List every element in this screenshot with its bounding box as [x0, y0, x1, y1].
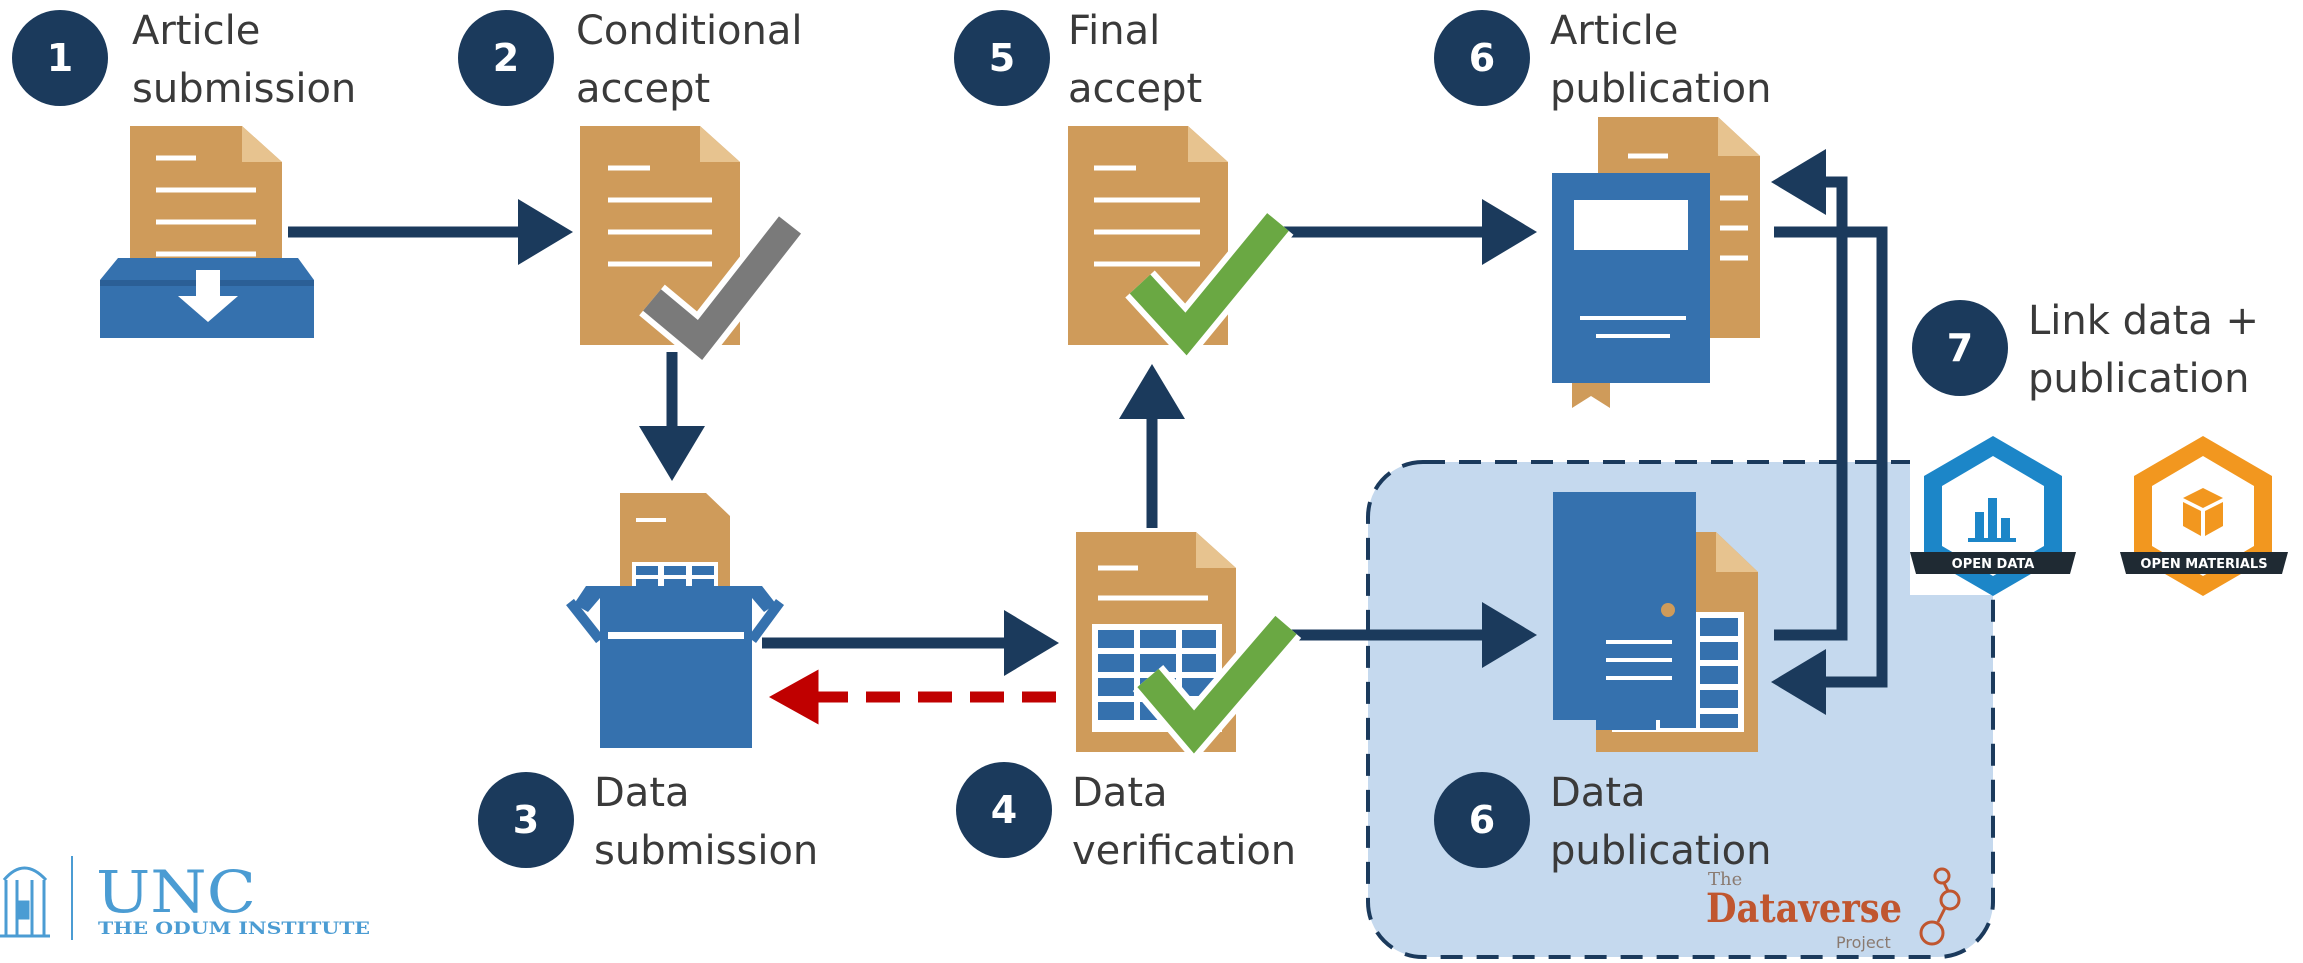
step-5-number: 5: [989, 36, 1015, 80]
open-data-badge-text: OPEN DATA: [1952, 557, 2035, 572]
open-materials-badge: OPEN MATERIALS: [2120, 436, 2288, 596]
step-5-label-line1: Final: [1068, 8, 1160, 54]
server-icon: [1553, 492, 1758, 752]
dataverse-name: Dataverse: [1706, 885, 1902, 932]
step-2-label-line2: accept: [576, 66, 710, 112]
checkmark-icon: [1129, 213, 1289, 356]
step-2-number: 2: [493, 36, 519, 80]
step-4-badge: [956, 762, 1052, 858]
step-3-number: 3: [513, 798, 539, 842]
open-materials-badge-text: OPEN MATERIALS: [2140, 557, 2267, 572]
step-7-label-line2: publication: [2028, 356, 2249, 402]
step-4-label-line1: Data: [1072, 770, 1168, 816]
open-data-badge: OPEN DATA: [1910, 430, 2078, 596]
step-4-number: 4: [991, 788, 1017, 832]
step-3-label-line2: submission: [594, 828, 818, 874]
step-1-label-line1: Article: [132, 8, 260, 54]
step-6-data-label-line2: publication: [1550, 828, 1771, 874]
box-icon: [566, 493, 785, 748]
step-2-badge: [458, 10, 554, 106]
step-1-number: 1: [47, 36, 73, 80]
unc-odum-logo: UNC THE ODUM INSTITUTE: [0, 856, 370, 940]
step-1-badge: [12, 10, 108, 106]
checkmark-icon: [1137, 615, 1297, 754]
step-3-label-line1: Data: [594, 770, 690, 816]
step-1-label-line2: submission: [132, 66, 356, 112]
inbox-icon: [100, 126, 314, 338]
step-6-article-label-line2: publication: [1550, 66, 1771, 112]
step-7-label-line1: Link data +: [2028, 298, 2259, 344]
step-4-label-line2: verification: [1072, 828, 1296, 874]
unc-wordmark: UNC: [96, 858, 256, 926]
dataverse-the: The: [1708, 869, 1742, 890]
checkmark-icon: [643, 216, 802, 360]
step-7-badge: [1912, 300, 2008, 396]
step-6-data-label-line1: Data: [1550, 770, 1646, 816]
step-6-article-number: 6: [1469, 36, 1495, 80]
document-icon: [580, 126, 740, 345]
step-7-number: 7: [1947, 326, 1973, 370]
document-icon: [1068, 126, 1228, 345]
link-arrow-data-to-article: [1771, 149, 1848, 641]
odum-institute-text: THE ODUM INSTITUTE: [98, 919, 370, 939]
step-6-article-label-line1: Article: [1550, 8, 1678, 54]
step-6-data-number: 6: [1469, 798, 1495, 842]
step-5-badge: [954, 10, 1050, 106]
old-well-icon: [0, 866, 50, 938]
step-3-badge: [478, 772, 574, 868]
step-6-data-badge: [1434, 772, 1530, 868]
step-6-article-badge: [1434, 10, 1530, 106]
dataverse-project: Project: [1836, 933, 1891, 952]
step-5-label-line2: accept: [1068, 66, 1202, 112]
dataverse-logo: The Dataverse Project: [1706, 867, 1961, 952]
book-icon: [1552, 117, 1760, 408]
step-2-label-line1: Conditional: [576, 8, 803, 54]
link-arrow-article-to-data: [1771, 226, 1888, 715]
